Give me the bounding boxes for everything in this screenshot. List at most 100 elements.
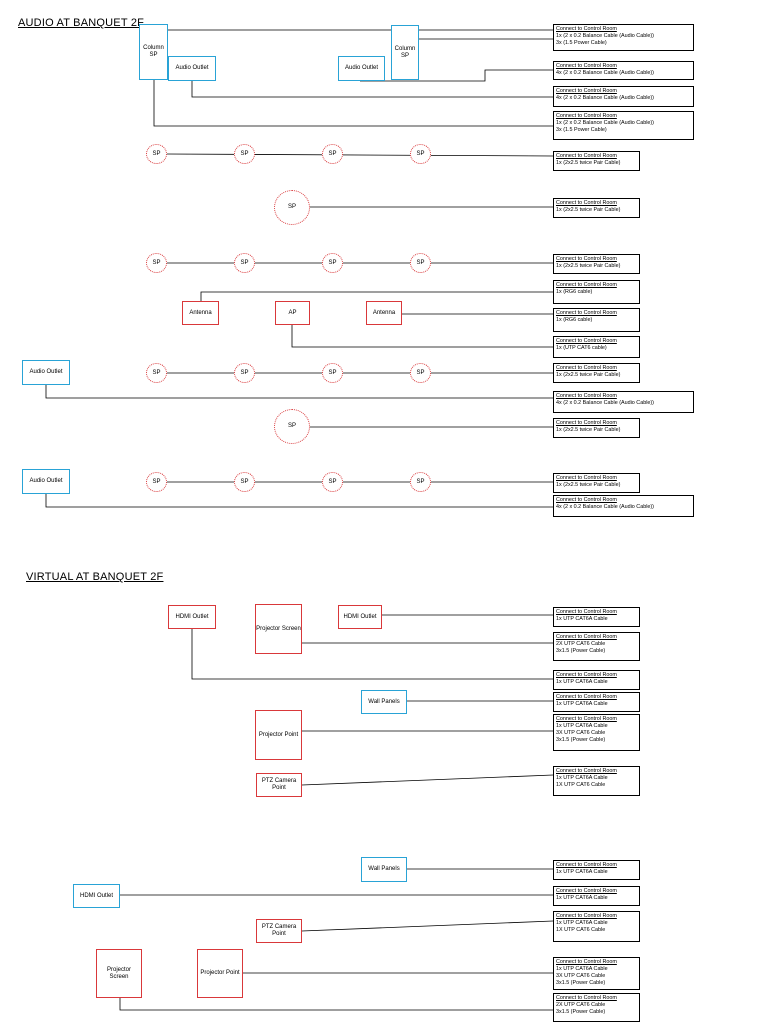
line [191, 629, 553, 680]
control-room-box: Connect to Control Room 1x UTP CAT6A Cab… [553, 860, 640, 880]
sp-speaker: SP [322, 363, 343, 383]
sp-speaker: SP [234, 472, 255, 492]
hdmi-outlet-bottom: HDMI Outlet [73, 884, 120, 908]
hdmi-outlet-right: HDMI Outlet [338, 605, 382, 629]
sp-speaker-large: SP [274, 409, 310, 444]
audio-outlet-top-left: Audio Outlet [168, 56, 216, 81]
box-line: 4x (2 x 0.2 Balance Cable (Audio Cable)) [556, 400, 654, 406]
sp-speaker: SP [146, 144, 167, 164]
ptz-camera-point-bottom: PTZ Camera Point [256, 919, 302, 943]
box-line: 4x (2 x 0.2 Balance Cable (Audio Cable)) [556, 504, 654, 510]
control-room-box: Connect to Control Room 2X UTP CAT6 Cabl… [553, 632, 640, 661]
control-room-box: Connect to Control Room 1x (UTP CAT6 cab… [553, 336, 640, 358]
box-header: Connect to Control Room [556, 888, 617, 894]
sp-speaker: SP [234, 253, 255, 273]
box-line: 3x1.5 (Power Cable) [556, 737, 606, 743]
box-line: 3x (1.5 Power Cable) [556, 40, 607, 46]
box-header: Connect to Control Room [556, 672, 617, 678]
box-header: Connect to Control Room [556, 113, 617, 119]
line [139, 29, 553, 38]
box-header: Connect to Control Room [556, 913, 617, 919]
antenna-right: Antenna [366, 301, 402, 325]
sp-speaker: SP [410, 472, 431, 492]
wall-panels-top: Wall Panels [361, 690, 407, 714]
line [191, 81, 553, 98]
control-room-box: Connect to Control Room 1x (2x2.5 twice … [553, 151, 640, 171]
box-header: Connect to Control Room [556, 393, 617, 399]
box-line: 1x UTP CAT6A Cable [556, 895, 608, 901]
line [45, 494, 553, 508]
box-line: 1x (UTP CAT6 cable) [556, 345, 607, 351]
box-line: 4x (2 x 0.2 Balance Cable (Audio Cable)) [556, 70, 654, 76]
box-header: Connect to Control Room [556, 420, 617, 426]
box-line: 1x (2 x 0.2 Balance Cable (Audio Cable)) [556, 120, 654, 126]
line [45, 385, 553, 399]
wall-panels-bottom: Wall Panels [361, 857, 407, 882]
box-line: 1x UTP CAT6A Cable [556, 679, 608, 685]
box-header: Connect to Control Room [556, 200, 617, 206]
line [200, 291, 553, 301]
sp-speaker: SP [410, 363, 431, 383]
box-header: Connect to Control Room [556, 338, 617, 344]
box-line: 3x1.5 (Power Cable) [556, 1009, 606, 1015]
box-line: 1x (2x2.5 twice Pair Cable) [556, 207, 621, 213]
control-room-box: Connect to Control Room 1x UTP CAT6A Cab… [553, 714, 640, 751]
box-header: Connect to Control Room [556, 768, 617, 774]
box-line: 1x UTP CAT6A Cable [556, 775, 608, 781]
control-room-box: Connect to Control Room 1x (2x2.5 twice … [553, 418, 640, 438]
box-header: Connect to Control Room [556, 609, 617, 615]
control-room-box: Connect to Control Room 1x UTP CAT6A Cab… [553, 957, 640, 990]
box-header: Connect to Control Room [556, 365, 617, 371]
box-header: Connect to Control Room [556, 959, 617, 965]
control-room-box: Connect to Control Room 1x (2x2.5 twice … [553, 473, 640, 493]
control-room-box: Connect to Control Room 1x (2x2.5 twice … [553, 254, 640, 274]
box-line: 3x1.5 (Power Cable) [556, 980, 606, 986]
box-line: 1x (RG6 cable) [556, 289, 593, 295]
line [153, 80, 553, 127]
ptz-camera-point-top: PTZ Camera Point [256, 773, 302, 797]
column-sp-right: Column SP [391, 25, 419, 80]
box-header: Connect to Control Room [556, 694, 617, 700]
sp-speaker: SP [322, 253, 343, 273]
box-line: 1x UTP CAT6A Cable [556, 616, 608, 622]
box-header: Connect to Control Room [556, 475, 617, 481]
box-header: Connect to Control Room [556, 634, 617, 640]
box-line: 1x UTP CAT6A Cable [556, 920, 608, 926]
box-line: 1x (2x2.5 twice Pair Cable) [556, 263, 621, 269]
control-room-box: Connect to Control Room 1x (RG6 cable) [553, 308, 640, 332]
box-header: Connect to Control Room [556, 88, 617, 94]
box-line: 2X UTP CAT6 Cable [556, 1002, 606, 1008]
line [301, 920, 554, 932]
control-room-box: Connect to Control Room 1x UTP CAT6A Cab… [553, 692, 640, 712]
line [166, 153, 554, 157]
sp-speaker: SP [146, 363, 167, 383]
line [360, 69, 553, 82]
antenna-left: Antenna [182, 301, 219, 325]
control-room-box: Connect to Control Room 4x (2 x 0.2 Bala… [553, 61, 694, 80]
box-line: 1x (2x2.5 twice Pair Cable) [556, 482, 621, 488]
projector-point-top: Projector Point [255, 710, 302, 760]
box-line: 1x UTP CAT6A Cable [556, 723, 608, 729]
sp-speaker: SP [146, 253, 167, 273]
box-line: 1x (2x2.5 twice Pair Cable) [556, 372, 621, 378]
box-line: 4x (2 x 0.2 Balance Cable (Audio Cable)) [556, 95, 654, 101]
box-line: 1x UTP CAT6A Cable [556, 869, 608, 875]
box-line: 1x (2 x 0.2 Balance Cable (Audio Cable)) [556, 33, 654, 39]
box-header: Connect to Control Room [556, 282, 617, 288]
audio-outlet-bottom: Audio Outlet [22, 469, 70, 494]
box-header: Connect to Control Room [556, 63, 617, 69]
control-room-box: Connect to Control Room 1x UTP CAT6A Cab… [553, 911, 640, 942]
box-header: Connect to Control Room [556, 862, 617, 868]
audio-outlet-top-right: Audio Outlet [338, 56, 385, 81]
hdmi-outlet-left: HDMI Outlet [168, 605, 216, 629]
sp-speaker: SP [146, 472, 167, 492]
sp-speaker: SP [322, 144, 343, 164]
box-line: 1x (2x2.5 twice Pair Cable) [556, 427, 621, 433]
line [291, 325, 553, 348]
line [119, 998, 553, 1011]
box-header: Connect to Control Room [556, 153, 617, 159]
projector-point-bottom: Projector Point [197, 949, 243, 998]
control-room-box: Connect to Control Room 1x (2 x 0.2 Bala… [553, 24, 694, 51]
box-line: 1x (RG6 cable) [556, 317, 593, 323]
